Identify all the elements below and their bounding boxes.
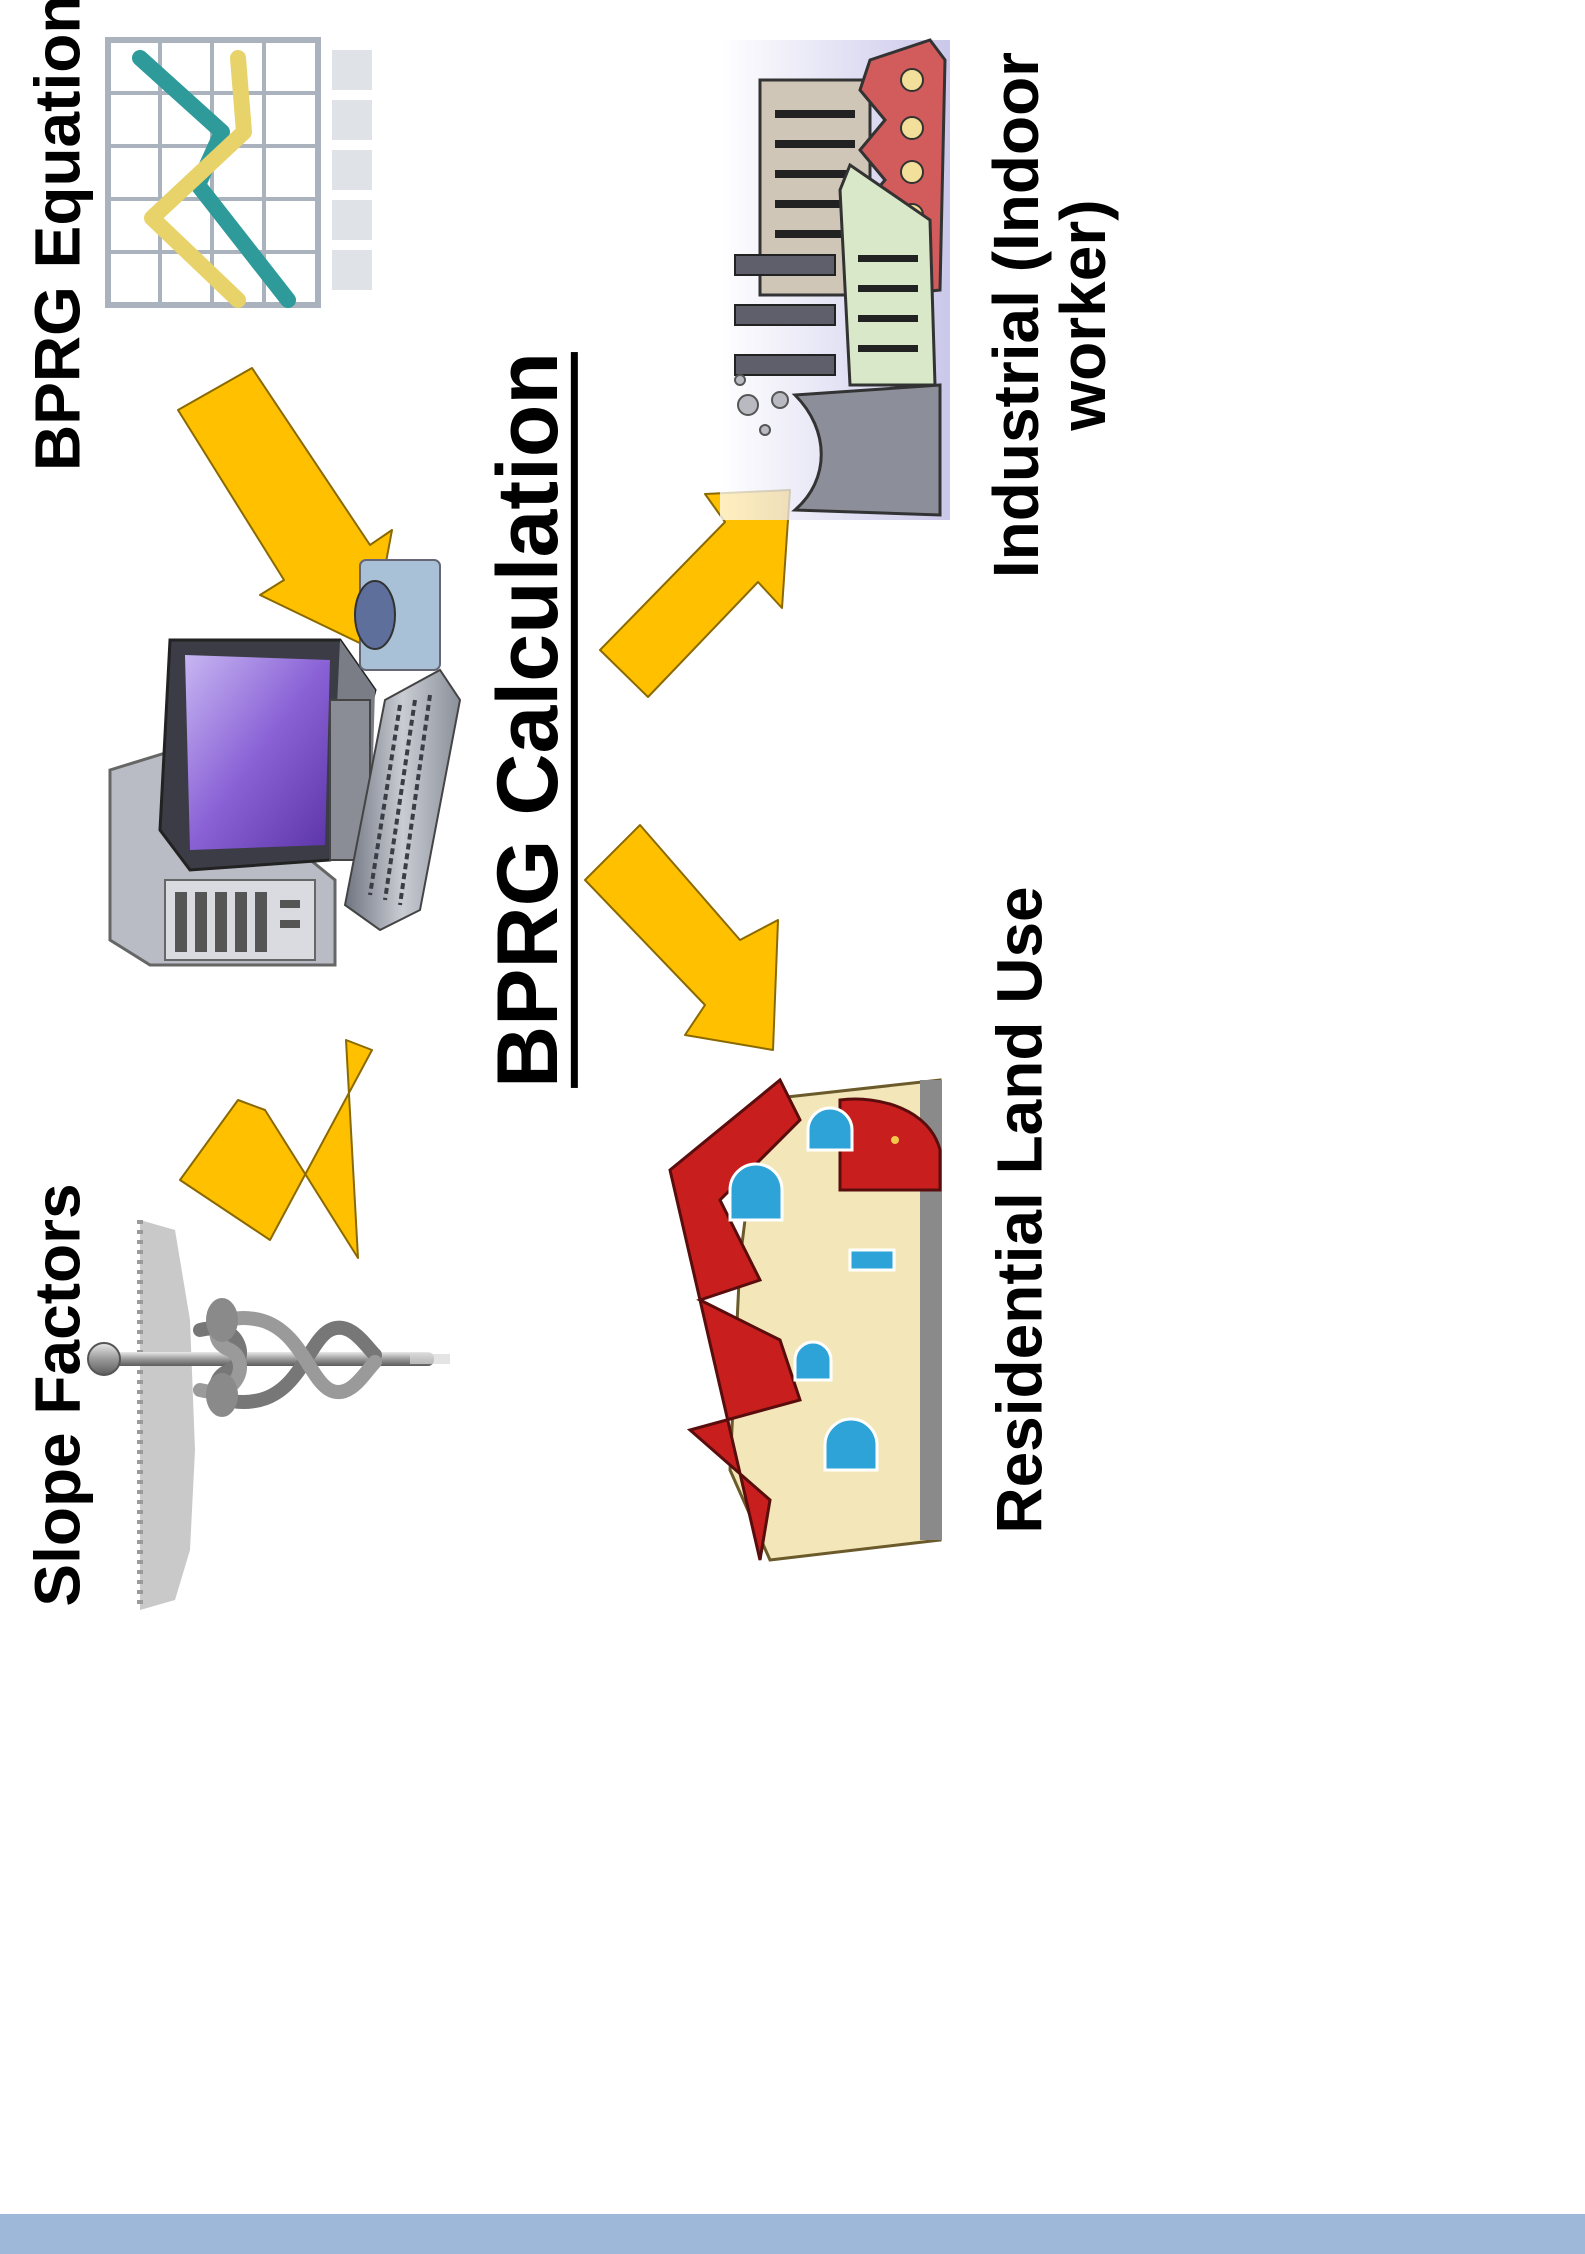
bottom-bar xyxy=(0,2214,1585,2254)
arrow-calc-to-industrial xyxy=(599,489,791,698)
label-residential-land-use: Residential Land Use xyxy=(983,886,1056,1534)
arrow-slope-to-calc xyxy=(179,1039,373,1259)
label-bprg-calculation: BPRG Calculation xyxy=(479,352,576,1088)
house-icon xyxy=(668,1077,942,1562)
computer-icon xyxy=(108,559,462,967)
line-chart-icon xyxy=(105,37,372,308)
label-slope-factors: Slope Factors xyxy=(21,1183,94,1607)
factory-icon xyxy=(720,38,950,520)
label-industrial-indoor-worker: Industrial (Indoor worker) xyxy=(979,51,1119,579)
label-bprg-equations: BPRG Equations xyxy=(21,0,94,472)
arrow-calc-to-residential xyxy=(584,824,779,1051)
caduceus-icon xyxy=(87,1220,450,1610)
